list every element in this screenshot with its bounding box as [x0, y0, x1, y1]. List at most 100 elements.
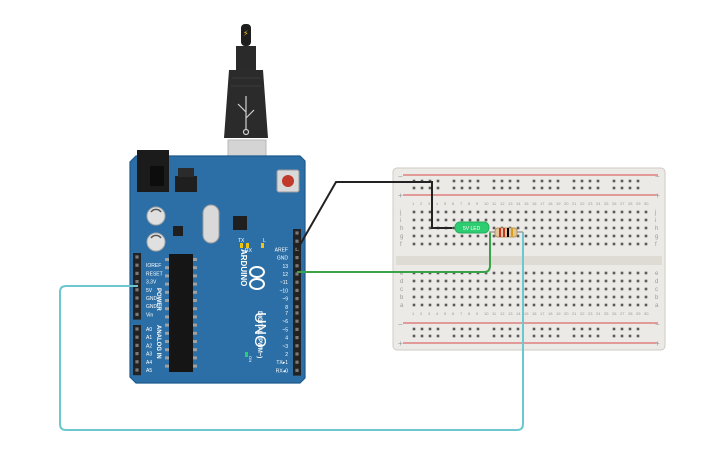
terminal-hole[interactable] [612, 287, 616, 291]
terminal-hole[interactable] [572, 234, 576, 238]
terminal-hole[interactable] [556, 210, 560, 214]
terminal-hole[interactable] [516, 242, 520, 246]
header-pin[interactable] [295, 344, 299, 348]
terminal-hole[interactable] [628, 279, 632, 283]
terminal-hole[interactable] [636, 271, 640, 275]
header-pin[interactable] [135, 360, 139, 364]
header-pin[interactable] [295, 256, 299, 260]
rail-hole[interactable] [532, 334, 536, 338]
rail-hole[interactable] [636, 179, 640, 183]
rail-hole[interactable] [596, 334, 600, 338]
rail-hole[interactable] [468, 327, 472, 331]
terminal-hole[interactable] [540, 287, 544, 291]
rail-hole[interactable] [588, 179, 592, 183]
terminal-hole[interactable] [452, 210, 456, 214]
terminal-hole[interactable] [636, 210, 640, 214]
terminal-hole[interactable] [532, 242, 536, 246]
terminal-hole[interactable] [572, 218, 576, 222]
terminal-hole[interactable] [612, 218, 616, 222]
terminal-hole[interactable] [548, 279, 552, 283]
terminal-hole[interactable] [556, 295, 560, 299]
rail-hole[interactable] [420, 186, 424, 190]
rail-hole[interactable] [636, 334, 640, 338]
terminal-hole[interactable] [524, 226, 528, 230]
terminal-hole[interactable] [492, 287, 496, 291]
rail-hole[interactable] [492, 327, 496, 331]
terminal-hole[interactable] [564, 242, 568, 246]
terminal-hole[interactable] [588, 271, 592, 275]
wire-gnd[interactable] [296, 181, 452, 251]
terminal-hole[interactable] [452, 242, 456, 246]
terminal-hole[interactable] [492, 218, 496, 222]
terminal-hole[interactable] [620, 287, 624, 291]
terminal-hole[interactable] [412, 279, 416, 283]
rail-hole[interactable] [468, 334, 472, 338]
rail-hole[interactable] [436, 179, 440, 183]
terminal-hole[interactable] [588, 279, 592, 283]
rail-hole[interactable] [532, 179, 536, 183]
terminal-hole[interactable] [636, 242, 640, 246]
header-pin[interactable] [295, 280, 299, 284]
header-pin[interactable] [295, 311, 299, 315]
terminal-hole[interactable] [612, 226, 616, 230]
rail-hole[interactable] [492, 334, 496, 338]
terminal-hole[interactable] [612, 303, 616, 307]
rail-hole[interactable] [468, 179, 472, 183]
terminal-hole[interactable] [596, 271, 600, 275]
rail-hole[interactable] [548, 327, 552, 331]
terminal-hole[interactable] [524, 295, 528, 299]
rail-hole[interactable] [532, 327, 536, 331]
terminal-hole[interactable] [484, 287, 488, 291]
rail-hole[interactable] [516, 327, 520, 331]
terminal-hole[interactable] [604, 226, 608, 230]
terminal-hole[interactable] [572, 303, 576, 307]
terminal-hole[interactable] [508, 303, 512, 307]
rail-hole[interactable] [492, 186, 496, 190]
terminal-hole[interactable] [436, 234, 440, 238]
terminal-hole[interactable] [604, 303, 608, 307]
header-pin[interactable] [295, 360, 299, 364]
rail-hole[interactable] [436, 186, 440, 190]
terminal-hole[interactable] [572, 287, 576, 291]
terminal-hole[interactable] [500, 218, 504, 222]
terminal-hole[interactable] [508, 295, 512, 299]
terminal-hole[interactable] [508, 218, 512, 222]
terminal-hole[interactable] [644, 287, 648, 291]
terminal-hole[interactable] [484, 295, 488, 299]
terminal-hole[interactable] [412, 210, 416, 214]
terminal-hole[interactable] [476, 303, 480, 307]
rail-hole[interactable] [556, 186, 560, 190]
terminal-hole[interactable] [484, 279, 488, 283]
rail-hole[interactable] [476, 327, 480, 331]
terminal-hole[interactable] [436, 210, 440, 214]
terminal-hole[interactable] [612, 271, 616, 275]
terminal-hole[interactable] [516, 271, 520, 275]
rail-hole[interactable] [636, 327, 640, 331]
rail-hole[interactable] [572, 186, 576, 190]
header-pin[interactable] [295, 352, 299, 356]
terminal-hole[interactable] [444, 242, 448, 246]
terminal-hole[interactable] [484, 218, 488, 222]
terminal-hole[interactable] [548, 271, 552, 275]
terminal-hole[interactable] [500, 210, 504, 214]
terminal-hole[interactable] [436, 295, 440, 299]
terminal-hole[interactable] [596, 218, 600, 222]
terminal-hole[interactable] [484, 210, 488, 214]
terminal-hole[interactable] [532, 218, 536, 222]
terminal-hole[interactable] [428, 242, 432, 246]
terminal-hole[interactable] [556, 242, 560, 246]
terminal-hole[interactable] [540, 226, 544, 230]
terminal-hole[interactable] [588, 242, 592, 246]
terminal-hole[interactable] [612, 210, 616, 214]
terminal-hole[interactable] [604, 279, 608, 283]
rail-hole[interactable] [476, 179, 480, 183]
terminal-hole[interactable] [548, 210, 552, 214]
terminal-hole[interactable] [620, 303, 624, 307]
terminal-hole[interactable] [428, 279, 432, 283]
terminal-hole[interactable] [524, 279, 528, 283]
terminal-hole[interactable] [460, 242, 464, 246]
terminal-hole[interactable] [516, 279, 520, 283]
terminal-hole[interactable] [580, 226, 584, 230]
terminal-hole[interactable] [644, 303, 648, 307]
